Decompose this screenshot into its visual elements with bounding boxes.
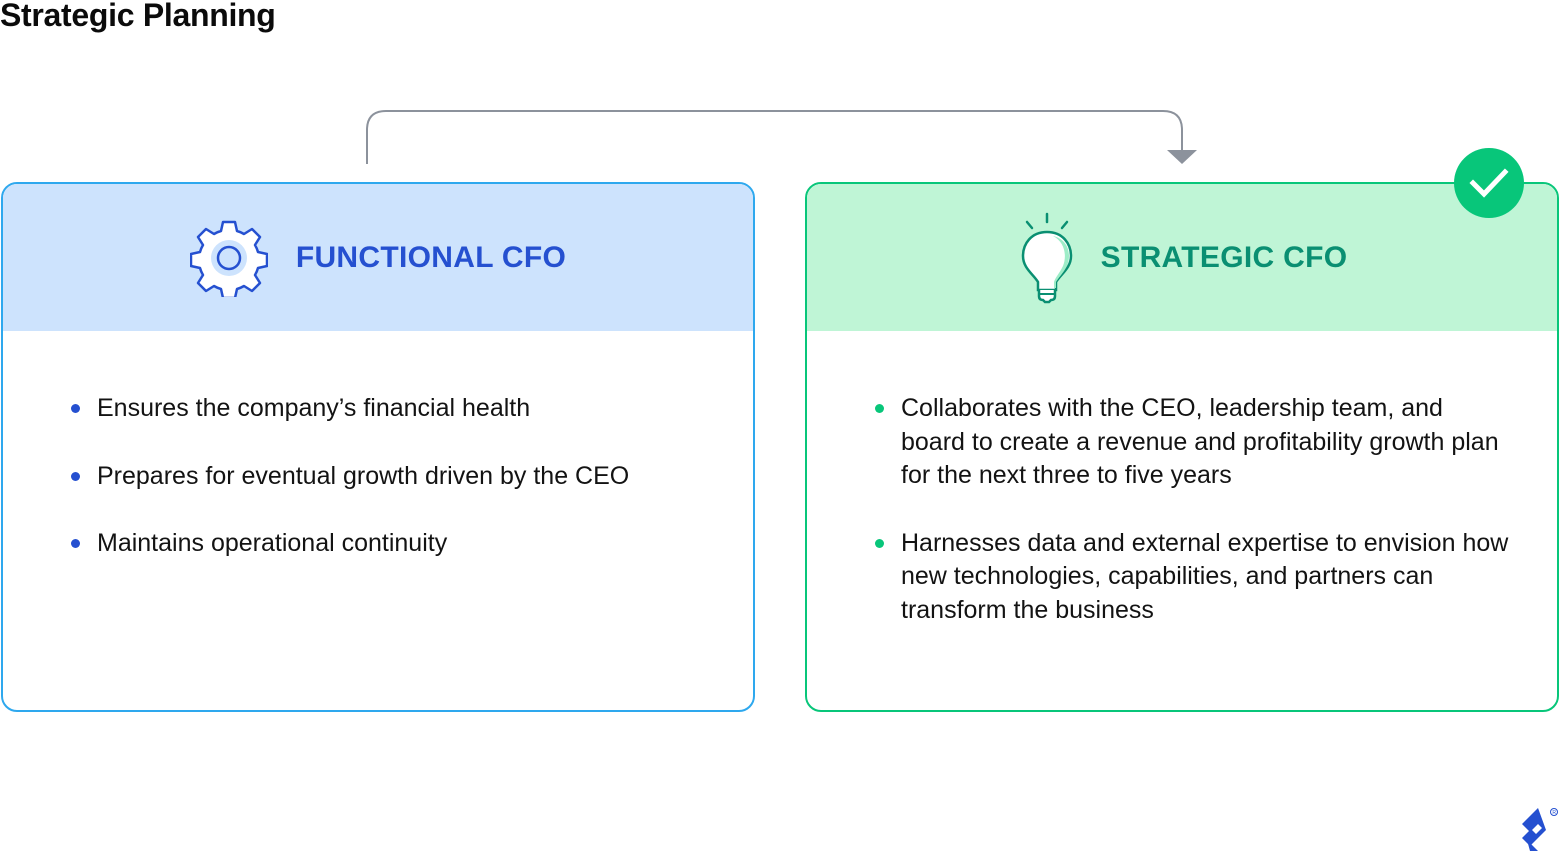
check-badge [1454,148,1524,218]
list-item: Harnesses data and external expertise to… [871,527,1511,628]
functional-cfo-title: FUNCTIONAL CFO [295,240,567,274]
list-item: Collaborates with the CEO, leadership te… [871,392,1511,493]
list-item: Ensures the company’s financial health [67,392,727,426]
list-item: Maintains operational continuity [67,527,727,561]
lightbulb-icon [1021,212,1072,303]
svg-text:R: R [1552,810,1556,816]
bullet-icon [875,538,884,548]
strategic-cfo-list: Collaborates with the CEO, leadership te… [871,392,1511,661]
arrow-down-icon [1167,150,1197,164]
functional-cfo-card: FUNCTIONAL CFO Ensures the company’s fin… [1,182,755,712]
strategic-cfo-title: STRATEGIC CFO [1100,240,1348,274]
list-item: Prepares for eventual growth driven by t… [67,460,727,494]
page-title: Strategic Planning [0,0,276,33]
strategic-cfo-card: STRATEGIC CFO Collaborates with the CEO,… [805,182,1559,712]
toptal-logo-icon: R [1522,808,1558,851]
bullet-icon [71,404,80,413]
bullet-icon [71,471,80,481]
bullet-icon [875,404,884,413]
check-icon [1469,168,1509,198]
strategic-cfo-header: STRATEGIC CFO [807,184,1557,331]
functional-cfo-header: FUNCTIONAL CFO [3,184,753,331]
connector-arrow [366,110,1197,164]
gear-icon [189,220,268,297]
bullet-icon [71,539,80,548]
functional-cfo-list: Ensures the company’s financial health P… [67,392,727,595]
